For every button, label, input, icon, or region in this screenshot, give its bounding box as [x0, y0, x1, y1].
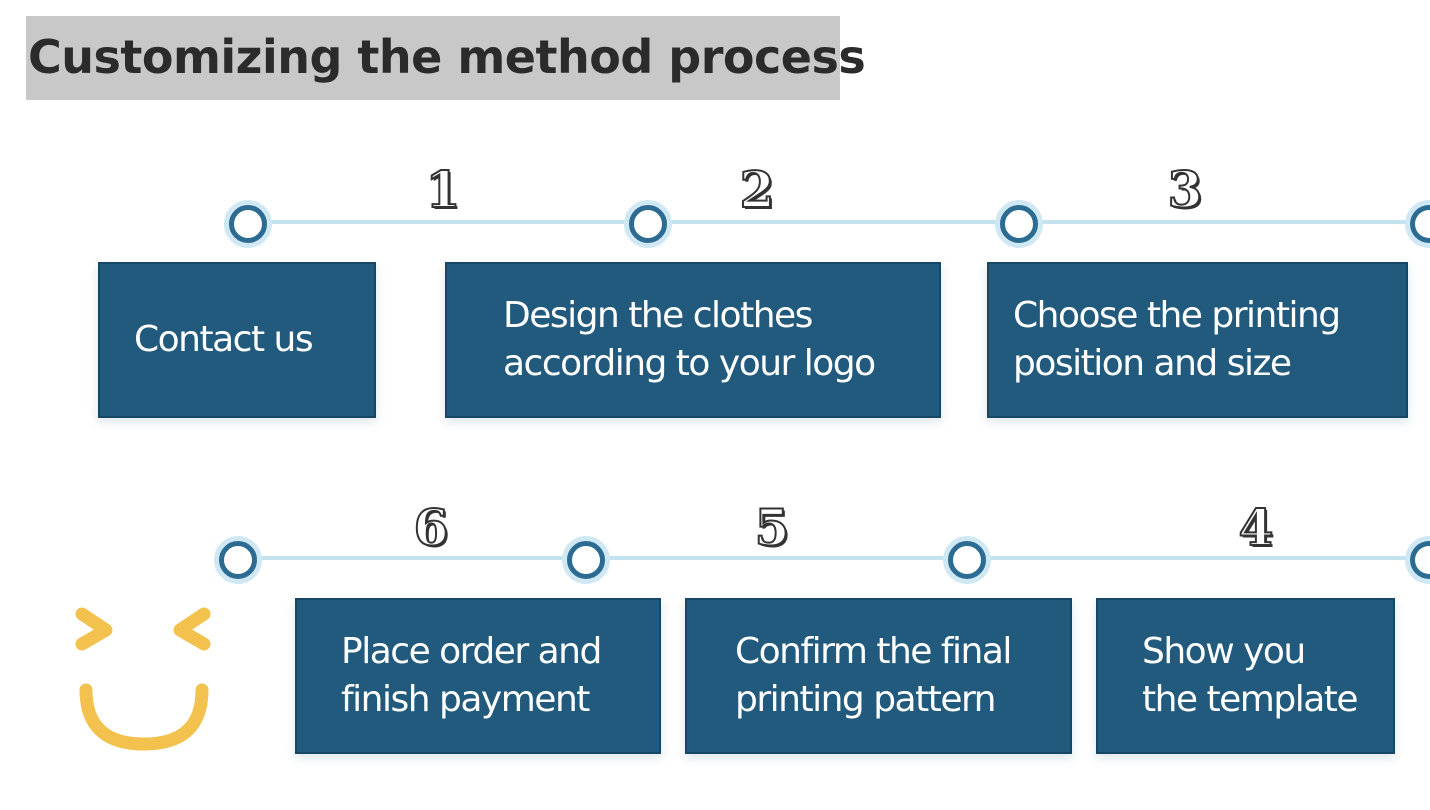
step-box-1: Contact us [98, 262, 376, 418]
timeline-node [567, 541, 605, 579]
page-title: Customizing the method process [28, 30, 866, 84]
timeline-node [629, 205, 667, 243]
step-number-3: 3 [1167, 160, 1204, 219]
smiley-face-icon [75, 607, 211, 751]
step-number-5: 5 [754, 498, 791, 557]
timeline-node [1410, 541, 1430, 579]
timeline-bottom [238, 556, 1430, 560]
step-box-6: Place order and finish payment [295, 598, 661, 754]
timeline-node [1000, 205, 1038, 243]
step-number-1: 1 [425, 160, 462, 219]
step-number-6: 6 [413, 498, 450, 557]
title-band [26, 16, 840, 100]
step-label-4: Show you the template [1142, 631, 1359, 720]
step-number-2: 2 [739, 160, 776, 219]
step-box-5: Confirm the final printing pattern [685, 598, 1072, 754]
timeline-node [948, 541, 986, 579]
step-box-4: Show you the template [1096, 598, 1395, 754]
step-label-5: Confirm the final printing pattern [735, 631, 1012, 720]
step-number-4: 4 [1238, 498, 1275, 557]
step-label-6: Place order and finish payment [341, 631, 602, 720]
step-box-2: Design the clothes according to your log… [445, 262, 941, 418]
step-label-2: Design the clothes according to your log… [503, 295, 876, 384]
step-label-3: Choose the printing position and size [1013, 295, 1341, 384]
step-label-1: Contact us [134, 319, 314, 360]
timeline-node [229, 205, 267, 243]
step-box-3: Choose the printing position and size [987, 262, 1408, 418]
timeline-top [248, 220, 1430, 224]
timeline-node [1410, 205, 1430, 243]
timeline-node [219, 541, 257, 579]
